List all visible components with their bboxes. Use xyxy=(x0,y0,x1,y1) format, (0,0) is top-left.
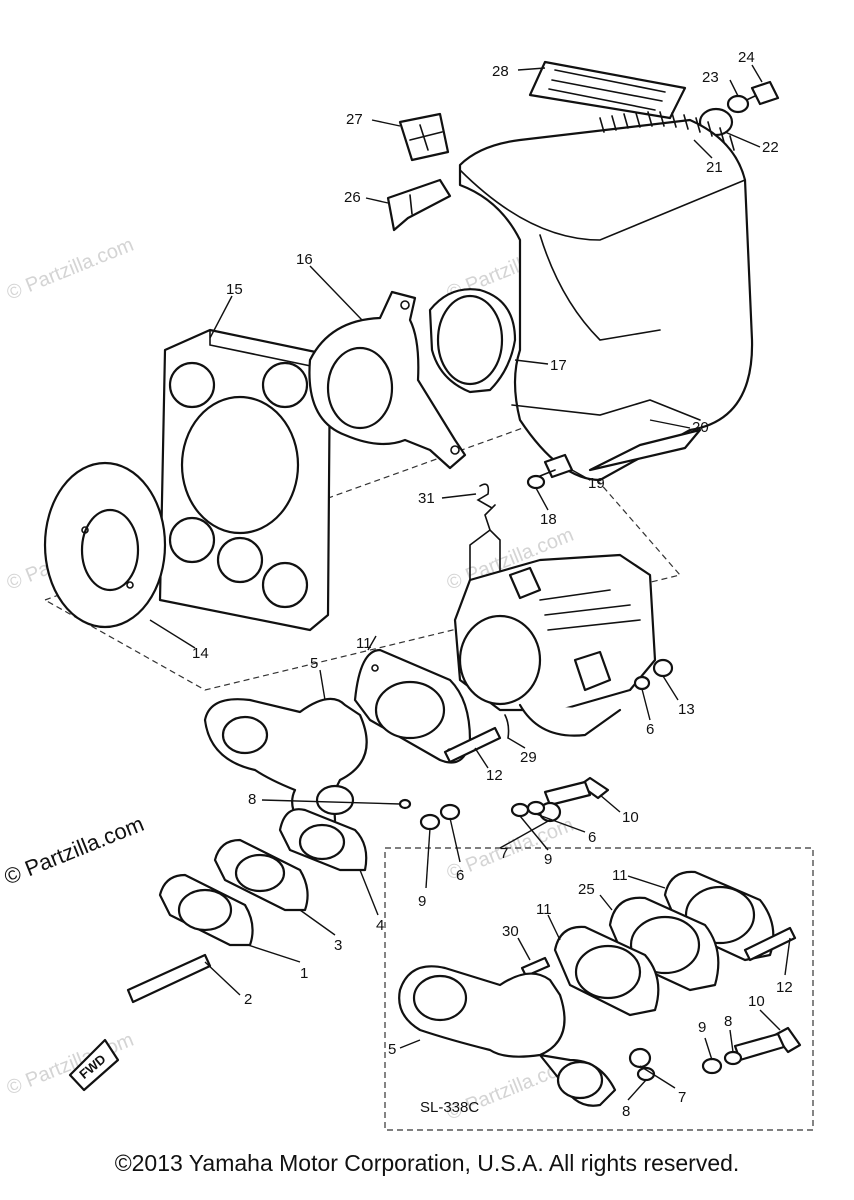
part-14-flange xyxy=(43,461,167,629)
callout-11: 11 xyxy=(536,901,552,918)
callout-9: 9 xyxy=(418,893,426,910)
part-12-stud-variant xyxy=(743,926,797,962)
callout-11: 11 xyxy=(356,635,372,652)
exploded-parts-diagram: © Partzilla.com © Partzilla.com © Partzi… xyxy=(1,49,814,1131)
part-29-hose xyxy=(504,714,510,739)
callout-25: 25 xyxy=(578,881,595,898)
part-23-washer xyxy=(726,94,750,114)
callout-1: 1 xyxy=(300,965,308,982)
carburetor-assembly xyxy=(453,504,657,737)
callout-29: 29 xyxy=(520,749,537,766)
callout-7: 7 xyxy=(500,845,508,862)
callout-22: 22 xyxy=(762,139,779,156)
part-16-bracket xyxy=(308,290,467,470)
callout-8: 8 xyxy=(724,1013,732,1030)
part-4-gasket xyxy=(278,808,368,872)
callout-14: 14 xyxy=(192,645,209,662)
callout-6: 6 xyxy=(588,829,596,846)
part-17-boot xyxy=(428,288,517,394)
assembly-outline-variant xyxy=(384,847,814,1131)
part-5-manifold-upper xyxy=(203,697,368,842)
part-15-frame xyxy=(158,328,332,632)
callout-2: 2 xyxy=(244,991,252,1008)
watermark-main: © Partzilla.com xyxy=(1,811,148,890)
part-26-clip xyxy=(386,178,452,232)
part-28-decal xyxy=(528,60,687,120)
callout-9: 9 xyxy=(698,1019,706,1036)
part-7-nut-variant xyxy=(628,1047,652,1069)
callout-7: 7 xyxy=(678,1089,686,1106)
watermark: © Partzilla.com xyxy=(4,1029,137,1100)
part-6-washer xyxy=(526,800,546,816)
part-31-clip xyxy=(476,483,493,509)
part-8-washer-variant xyxy=(723,1050,743,1066)
part-10-bolt-upper xyxy=(543,776,610,807)
callout-12: 12 xyxy=(776,979,793,996)
callout-5: 5 xyxy=(388,1041,396,1058)
callout-15: 15 xyxy=(226,281,243,298)
callout-24: 24 xyxy=(738,49,755,66)
callout-20: 20 xyxy=(692,419,709,436)
part-10-bolt-variant xyxy=(733,1026,802,1062)
callout-10: 10 xyxy=(622,809,639,826)
part-9-washer-variant xyxy=(701,1057,723,1075)
callout-31: 31 xyxy=(418,490,435,507)
part-27-plate xyxy=(398,112,450,162)
callout-27: 27 xyxy=(346,111,363,128)
watermark: © Partzilla.com xyxy=(4,234,137,305)
callout-28: 28 xyxy=(492,63,509,80)
assembly-outline-upper xyxy=(43,419,682,691)
part-11-gasket-variant-front xyxy=(553,925,660,1017)
callout-8: 8 xyxy=(622,1103,630,1120)
part-6-washer xyxy=(633,675,651,691)
part-9-washer xyxy=(419,813,441,831)
part-13-nut xyxy=(652,658,674,678)
part-2-stud xyxy=(126,953,212,1004)
callout-13: 13 xyxy=(678,701,695,718)
part-19-bolt xyxy=(539,453,574,479)
callout-10: 10 xyxy=(748,993,765,1010)
callout-6: 6 xyxy=(646,721,654,738)
callout-11: 11 xyxy=(612,867,628,884)
callout-6: 6 xyxy=(456,867,464,884)
cover-vents xyxy=(599,111,735,151)
callout-12: 12 xyxy=(486,767,503,784)
callout-23: 23 xyxy=(702,69,719,86)
part-11-gasket-upper xyxy=(353,648,472,764)
copyright-notice: ©2013 Yamaha Motor Corporation, U.S.A. A… xyxy=(114,1150,740,1176)
part-18-washer xyxy=(526,474,546,490)
callout-labels: 28 24 23 22 21 27 26 16 15 17 20 19 18 3… xyxy=(192,49,793,1120)
callout-4: 4 xyxy=(376,917,384,934)
callout-5: 5 xyxy=(310,655,318,672)
part-8-washer xyxy=(398,798,412,810)
callout-19: 19 xyxy=(588,475,605,492)
part-12-stud-upper xyxy=(443,726,502,764)
callout-9: 9 xyxy=(544,851,552,868)
callout-16: 16 xyxy=(296,251,313,268)
part-20-cover xyxy=(458,111,754,482)
leader-lines xyxy=(149,64,791,1101)
callout-8: 8 xyxy=(248,791,256,808)
part-1-gasket xyxy=(158,873,254,947)
part-6-washer xyxy=(439,803,461,821)
part-5-manifold-variant xyxy=(398,965,617,1107)
callout-30: 30 xyxy=(502,923,519,940)
part-9-washer xyxy=(510,802,530,818)
part-3-gasket xyxy=(213,838,309,912)
callout-26: 26 xyxy=(344,189,361,206)
variant-label: SL-338C xyxy=(420,1099,479,1116)
callout-21: 21 xyxy=(706,159,723,176)
callout-18: 18 xyxy=(540,511,557,528)
callout-17: 17 xyxy=(550,357,567,374)
callout-3: 3 xyxy=(334,937,342,954)
